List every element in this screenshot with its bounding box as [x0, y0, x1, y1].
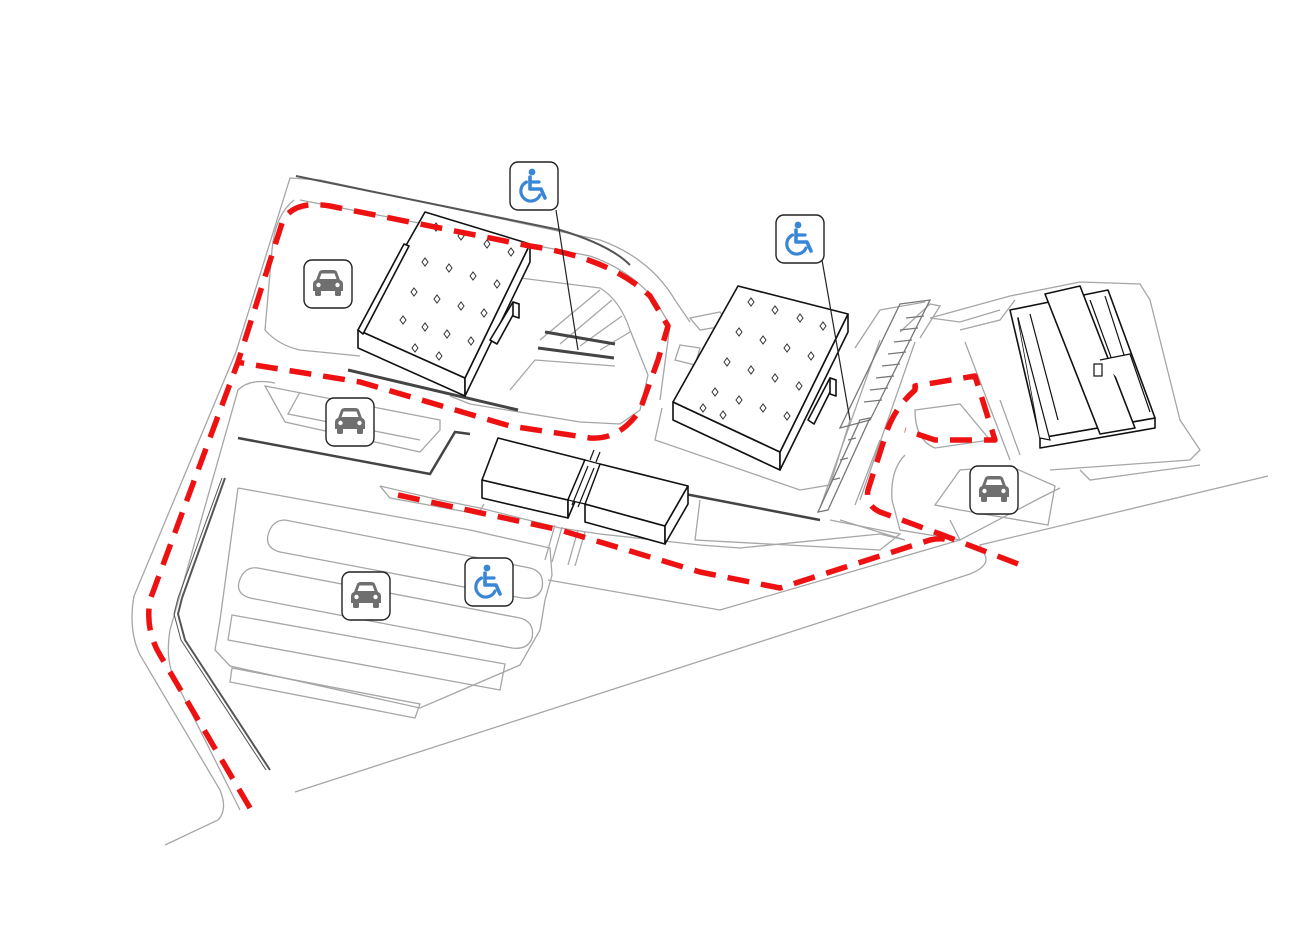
- ramp-east: [838, 299, 932, 429]
- car-icon: [979, 476, 1009, 502]
- parking-marker-southwest[interactable]: [341, 571, 391, 621]
- car-icon: [351, 582, 381, 608]
- walkway-2: [551, 526, 563, 563]
- leader-line-northwest: [555, 209, 579, 351]
- accessible-marker-center[interactable]: [775, 214, 825, 264]
- skylights-center: [699, 297, 827, 421]
- rail-plaza-1: [544, 330, 616, 346]
- lot-southwest-island-4: [229, 667, 421, 719]
- lot-southwest-island-1: [266, 519, 544, 599]
- building-east: [1009, 285, 1156, 449]
- rail-center-south: [684, 492, 821, 522]
- car-icon: [335, 408, 365, 434]
- lot-southwest-island-2: [237, 567, 534, 649]
- lot-southwest-boundary: [214, 487, 553, 709]
- lot-west-row: [263, 385, 441, 453]
- plaza-fan-4: [599, 331, 631, 351]
- plaza-outline: [449, 277, 649, 425]
- route-east-loop: [864, 373, 1019, 567]
- rail-west: [176, 477, 271, 771]
- building-low-annex: [481, 437, 689, 545]
- car-icon: [313, 270, 343, 296]
- lot-southwest-island-3: [227, 614, 506, 691]
- plaza-fan-3: [579, 315, 623, 347]
- parking-marker-northwest[interactable]: [303, 259, 353, 309]
- rail-plaza-2: [537, 346, 615, 360]
- road-inner-west-edge: [167, 380, 276, 811]
- parking-marker-west[interactable]: [325, 397, 375, 447]
- lot-northwest-outline: [264, 199, 361, 357]
- building-northwest: [357, 211, 531, 397]
- route-west-loop: [146, 201, 671, 810]
- building-center: [672, 285, 849, 471]
- lot-west-inner: [287, 391, 421, 441]
- wheelchair-icon: [474, 564, 502, 599]
- rail-nw-building: [347, 368, 519, 412]
- route-south: [397, 492, 953, 591]
- road-south-main: [294, 475, 1269, 793]
- walkway-1: [544, 524, 556, 561]
- east-drop-off: [914, 403, 992, 449]
- leader-line-center: [821, 259, 851, 421]
- center-plinth: [654, 407, 851, 491]
- east-north-edge: [929, 309, 1001, 323]
- east-strip-5: [854, 439, 881, 506]
- parking-marker-east[interactable]: [969, 465, 1019, 515]
- accessible-marker-southwest[interactable]: [464, 557, 514, 607]
- east-strip-4: [859, 341, 916, 501]
- east-grounds-inner: [959, 299, 1021, 461]
- ramp-east-2: [816, 417, 872, 513]
- east-strip-3: [819, 339, 881, 509]
- rail-west-lot: [237, 430, 471, 476]
- road-network: [131, 175, 1269, 846]
- east-access-lines: [1079, 464, 1201, 481]
- accessible-marker-northwest[interactable]: [509, 161, 559, 211]
- wheelchair-icon: [519, 168, 547, 203]
- lot-east-outline: [933, 465, 1056, 526]
- plaza-fan-5: [509, 359, 616, 391]
- rail-north: [295, 175, 631, 266]
- accessible-route: [146, 201, 1019, 810]
- road-south-inner: [547, 519, 961, 611]
- east-grounds-outline: [929, 281, 1201, 471]
- road-outer-west-edge: [131, 177, 691, 846]
- east-strip-1: [854, 301, 926, 349]
- center-east-lot: [694, 499, 902, 551]
- rail-west-2: [173, 477, 267, 771]
- center-block-sw: [379, 485, 485, 515]
- wheelchair-icon: [785, 221, 813, 256]
- east-strip-2: [899, 303, 942, 339]
